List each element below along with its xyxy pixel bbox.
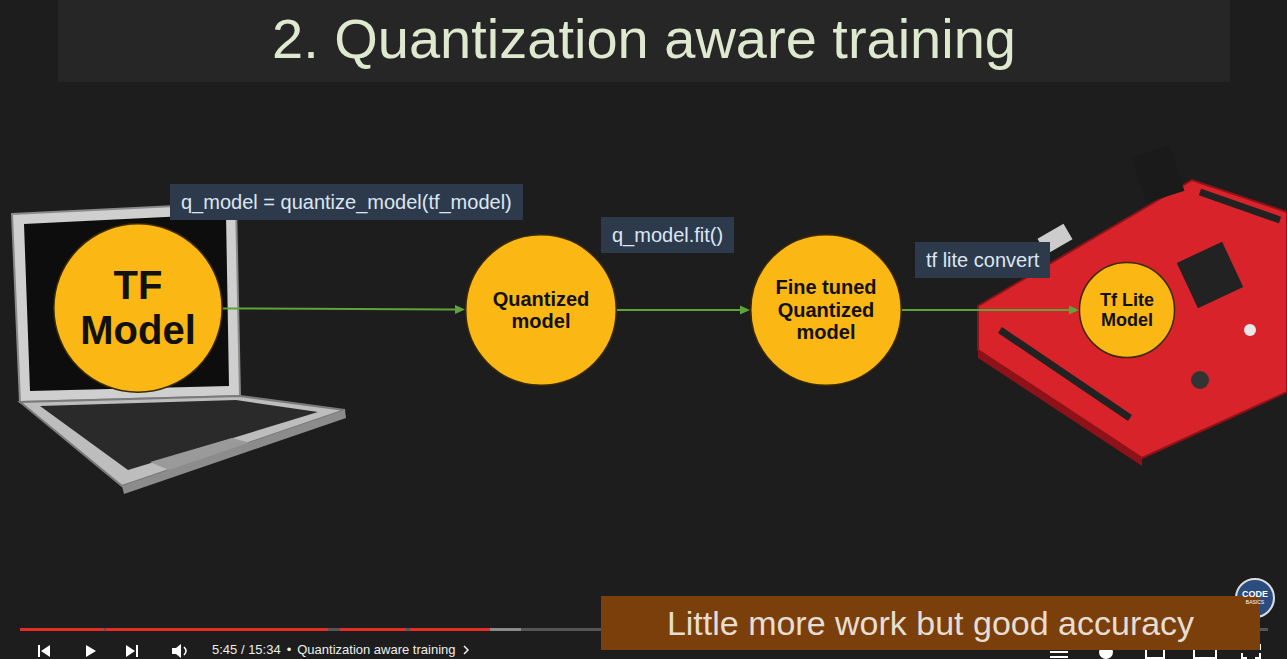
title-band	[58, 0, 1230, 82]
arrow-head	[740, 306, 750, 315]
node-label: TF Model	[77, 263, 199, 353]
edge-label: q_model = quantize_model(tf_model)	[170, 184, 523, 220]
logo-text: CODEBASICS	[1236, 579, 1274, 617]
edge-label: q_model.fit()	[601, 217, 734, 253]
node-label: Quantized model	[487, 288, 596, 333]
process-circle: Quantized model	[465, 234, 617, 386]
chapter-title: Quantization aware training	[297, 643, 455, 657]
connector-line	[902, 309, 1070, 311]
arrow-head	[1069, 306, 1079, 315]
banner-box: Little more work but good accuracy	[601, 596, 1260, 650]
arrow-head	[455, 305, 465, 314]
node-label: Fine tuned Quantized model	[772, 276, 881, 343]
board-illustration	[978, 145, 1287, 466]
logo-word: BASICS	[1246, 600, 1264, 606]
process-circle: Tf Lite Model	[1079, 262, 1175, 358]
laptop-illustration	[12, 203, 346, 494]
banner-text: Little more work but good accuracy	[667, 604, 1194, 642]
process-circle: TF Model	[53, 223, 223, 393]
chevron-icon	[462, 644, 470, 656]
logo-word: CODE	[1242, 590, 1268, 600]
node-label: Tf Lite Model	[1093, 290, 1162, 330]
connector-arrow	[223, 305, 465, 314]
player-info-row: 5:45 / 15:34 • Quantization aware training	[212, 643, 470, 657]
video-time: 5:45 / 15:34	[212, 643, 281, 657]
process-circle: Fine tuned Quantized model	[750, 234, 902, 386]
separator-dot: •	[287, 643, 292, 657]
chevron-path	[464, 646, 468, 654]
connector-arrow	[617, 306, 750, 315]
connector-line	[617, 309, 741, 311]
connector-line	[223, 308, 456, 309]
edge-label: tf lite convert	[915, 242, 1050, 278]
slide-title: 2. Quantization aware training	[58, 4, 1230, 74]
connector-arrow	[902, 306, 1079, 315]
